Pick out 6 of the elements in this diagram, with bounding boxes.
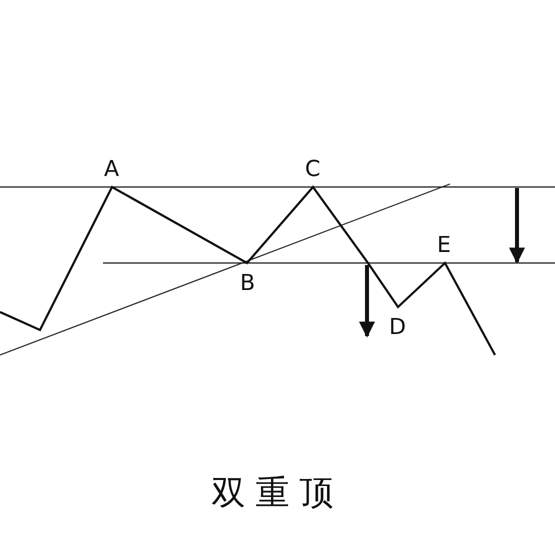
point-label: D <box>389 316 406 340</box>
caption: 双重顶 <box>210 472 344 515</box>
point-label: A <box>104 158 120 182</box>
point-label: B <box>240 272 256 296</box>
point-label: E <box>437 234 451 258</box>
point-label: C <box>305 158 320 182</box>
